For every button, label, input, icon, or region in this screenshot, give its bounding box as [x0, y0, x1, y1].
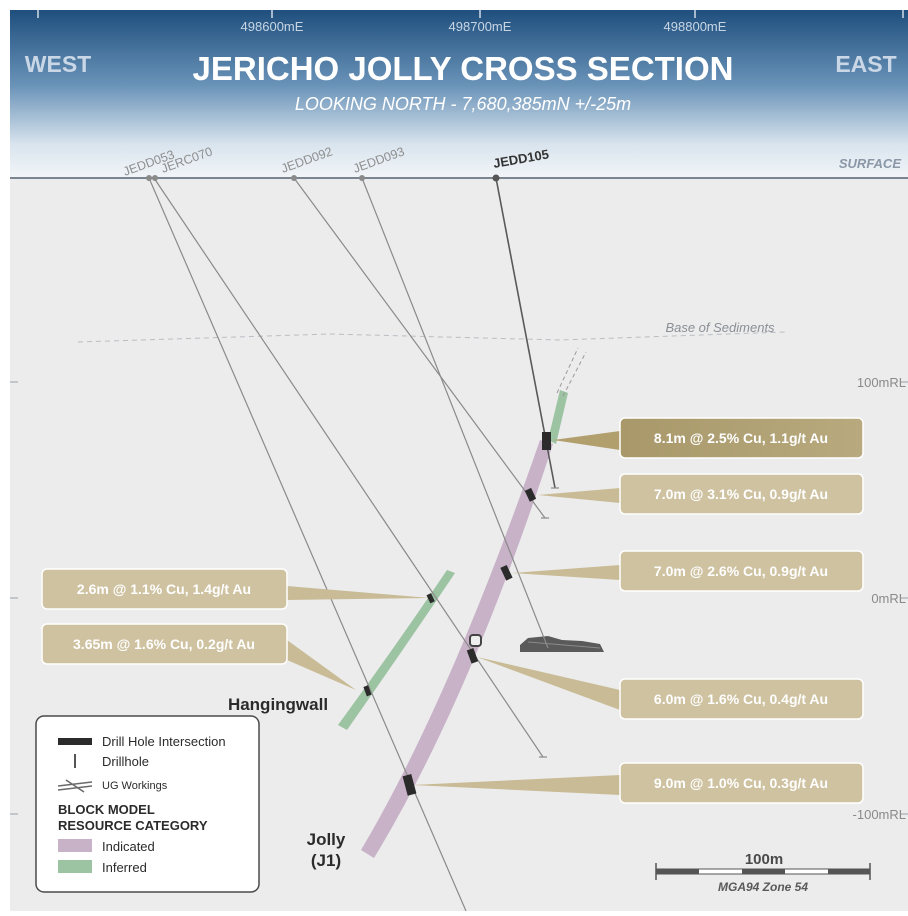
rl-label-0: 0mRL	[871, 591, 906, 606]
rl-label-100: 100mRL	[857, 375, 906, 390]
callout-wedge-5	[287, 640, 356, 690]
callout-wedge-2	[538, 488, 620, 503]
page-subtitle: LOOKING NORTH - 7,680,385mN +/-25m	[295, 94, 631, 114]
legend-inferred-label: Inferred	[102, 860, 147, 875]
callout-box-4	[41, 568, 288, 610]
callout-box-2	[619, 473, 864, 515]
legend-drillhole-label: Drillhole	[102, 754, 149, 769]
rl-ticks	[10, 381, 908, 815]
drillhole-jedd093-trace	[361, 177, 549, 649]
intersection-mark-6	[466, 648, 479, 664]
base-of-sediments-line	[77, 331, 786, 343]
callout-wedge-4	[287, 586, 430, 600]
callout-box-3	[619, 550, 864, 592]
drillhole-intersections	[363, 432, 551, 796]
jolly-label: Jolly	[307, 830, 346, 849]
legend-ug-label: UG Workings	[102, 780, 168, 792]
intersection-mark-7	[402, 774, 417, 796]
legend-intersection-swatch	[58, 738, 92, 745]
legend: Drill Hole Intersection Drillhole UG Wor…	[35, 715, 260, 893]
easting-label-2: 498700mE	[449, 19, 512, 34]
callout-wedge-6	[477, 657, 620, 710]
jolly-inferred-lode	[548, 390, 568, 444]
surface-label: SURFACE	[839, 156, 901, 171]
intercept-callouts: 8.1m @ 2.5% Cu, 1.1g/t Au 7.0m @ 3.1% Cu…	[41, 417, 864, 804]
scale-bar-label: 100m	[745, 851, 783, 868]
drillhole-jedd092-trace	[293, 177, 546, 519]
hangingwall-label: Hangingwall	[228, 695, 328, 714]
west-label: WEST	[25, 51, 91, 77]
legend-ug-swatch	[57, 779, 93, 793]
callout-text-1: 8.1m @ 2.5% Cu, 1.1g/t Au	[654, 430, 828, 446]
ug-workings-detail	[527, 641, 601, 649]
legend-heading-line1: BLOCK MODEL	[58, 802, 155, 817]
scale-bar-zone: MGA94 Zone 54	[718, 880, 808, 894]
rl-label-minus100: -100mRL	[853, 807, 906, 822]
scale-bar: 100m MGA94 Zone 54	[655, 851, 871, 894]
intersection-mark-3	[500, 564, 513, 581]
intersection-mark-1	[542, 432, 551, 450]
callout-wedge-3	[512, 565, 620, 580]
intersection-mark-5	[363, 685, 372, 697]
legend-inferred-swatch	[58, 860, 92, 873]
intersection-marker-open	[469, 634, 482, 647]
easting-label-1: 498600mE	[241, 19, 304, 34]
intersection-mark-2	[524, 487, 537, 502]
callout-box-7	[619, 762, 864, 804]
legend-indicated-swatch	[58, 839, 92, 852]
drillhole-collars	[146, 174, 500, 182]
callout-text-7: 9.0m @ 1.0% Cu, 0.3g/t Au	[654, 775, 828, 791]
base-of-sediments-label: Base of Sediments	[665, 320, 775, 335]
legend-heading-line2: RESOURCE CATEGORY	[58, 818, 208, 833]
easting-label-3: 498800mE	[664, 19, 727, 34]
legend-indicated-label: Indicated	[102, 839, 155, 854]
intersection-mark-4	[426, 593, 435, 604]
jolly-sublabel: (J1)	[311, 851, 341, 870]
ug-workings	[520, 636, 604, 652]
header-banner	[10, 10, 908, 178]
callout-text-3: 7.0m @ 2.6% Cu, 0.9g/t Au	[654, 563, 828, 579]
callout-wedge-7	[412, 775, 620, 795]
east-label: EAST	[835, 51, 896, 77]
page-title: JERICHO JOLLY CROSS SECTION	[193, 50, 734, 87]
lode-projection-lines	[556, 347, 587, 397]
drillhole-end-markers	[539, 487, 559, 758]
callout-box-1	[619, 417, 864, 459]
callout-box-6	[619, 678, 864, 720]
callout-box-5	[41, 623, 288, 665]
callout-text-5: 3.65m @ 1.6% Cu, 0.2g/t Au	[73, 636, 255, 652]
jolly-indicated-lode	[361, 440, 553, 858]
callout-text-4: 2.6m @ 1.1% Cu, 1.4g/t Au	[77, 581, 251, 597]
callout-wedge-1	[553, 431, 620, 450]
drillhole-jerc070-trace	[153, 177, 544, 758]
easting-ticks	[37, 10, 904, 18]
callout-text-2: 7.0m @ 3.1% Cu, 0.9g/t Au	[654, 486, 828, 502]
legend-intersection-label: Drill Hole Intersection	[102, 734, 226, 749]
callout-text-6: 6.0m @ 1.6% Cu, 0.4g/t Au	[654, 691, 828, 707]
